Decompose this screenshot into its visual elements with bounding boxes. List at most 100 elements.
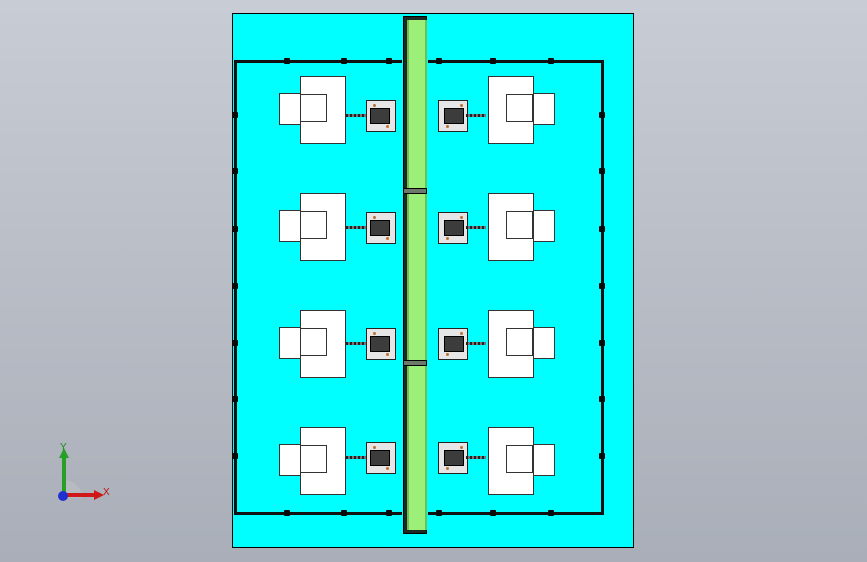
machine-housing <box>279 444 301 476</box>
frame-post <box>436 58 442 64</box>
machine-left-row1[interactable] <box>279 76 354 146</box>
frame-post <box>599 283 605 289</box>
robot-joint <box>460 216 463 219</box>
frame-post <box>232 168 238 174</box>
frame-post <box>341 58 347 64</box>
robot-arm <box>346 342 368 345</box>
frame-post <box>341 510 347 516</box>
frame-rail-top-right <box>428 60 604 63</box>
robot-left-row4[interactable] <box>346 440 402 476</box>
robot-joint <box>386 237 389 240</box>
machine-chuck <box>506 328 533 356</box>
robot-core <box>444 450 464 466</box>
conveyor-belt-segment <box>407 194 427 360</box>
machine-chuck <box>300 328 327 356</box>
robot-joint <box>373 216 376 219</box>
machine-chuck <box>506 445 533 473</box>
frame-post <box>599 396 605 402</box>
frame-post <box>232 112 238 118</box>
frame-post <box>232 340 238 346</box>
robot-arm <box>466 342 486 345</box>
machine-chuck <box>506 94 533 122</box>
robot-joint <box>386 467 389 470</box>
robot-joint <box>373 104 376 107</box>
machine-housing <box>533 93 555 125</box>
robot-joint <box>373 446 376 449</box>
robot-joint <box>386 353 389 356</box>
frame-post <box>599 340 605 346</box>
center-conveyor[interactable] <box>403 16 427 534</box>
robot-core <box>370 108 390 124</box>
machine-right-row3[interactable] <box>488 310 563 380</box>
frame-post <box>386 510 392 516</box>
robot-joint <box>373 332 376 335</box>
robot-arm <box>346 226 368 229</box>
machine-left-row2[interactable] <box>279 193 354 263</box>
robot-core <box>370 220 390 236</box>
machine-housing <box>279 210 301 242</box>
frame-post <box>232 453 238 459</box>
robot-joint <box>446 237 449 240</box>
robot-arm <box>466 114 486 117</box>
robot-arm <box>466 456 486 459</box>
machine-chuck <box>506 211 533 239</box>
frame-post <box>232 283 238 289</box>
robot-joint <box>460 332 463 335</box>
frame-rail-bottom-left <box>234 512 402 515</box>
frame-post <box>599 168 605 174</box>
robot-joint <box>386 125 389 128</box>
robot-right-row2[interactable] <box>434 210 490 246</box>
frame-post <box>232 396 238 402</box>
robot-arm <box>346 456 368 459</box>
machine-chuck <box>300 94 327 122</box>
machine-housing <box>279 93 301 125</box>
robot-left-row1[interactable] <box>346 98 402 134</box>
robot-core <box>370 450 390 466</box>
frame-post <box>436 510 442 516</box>
robot-joint <box>446 125 449 128</box>
coordinate-triad <box>48 440 118 510</box>
robot-core <box>444 220 464 236</box>
machine-left-row3[interactable] <box>279 310 354 380</box>
frame-post <box>599 112 605 118</box>
machine-housing <box>533 210 555 242</box>
robot-right-row1[interactable] <box>434 98 490 134</box>
conveyor-joint <box>404 360 426 366</box>
robot-core <box>444 336 464 352</box>
frame-post <box>548 58 554 64</box>
machine-right-row1[interactable] <box>488 76 563 146</box>
robot-joint <box>460 104 463 107</box>
machine-chuck <box>300 445 327 473</box>
axis-triad-icon <box>58 448 104 501</box>
robot-arm <box>466 226 486 229</box>
robot-joint <box>446 467 449 470</box>
robot-core <box>370 336 390 352</box>
robot-core <box>444 108 464 124</box>
x-axis-label: X <box>103 487 110 498</box>
conveyor-belt-segment <box>407 20 427 188</box>
y-axis-label: Y <box>60 442 67 453</box>
robot-left-row3[interactable] <box>346 326 402 362</box>
robot-joint <box>446 353 449 356</box>
frame-post <box>548 510 554 516</box>
frame-post <box>386 58 392 64</box>
robot-right-row4[interactable] <box>434 440 490 476</box>
machine-housing <box>533 327 555 359</box>
machine-right-row2[interactable] <box>488 193 563 263</box>
frame-post <box>284 58 290 64</box>
robot-arm <box>346 114 368 117</box>
robot-right-row3[interactable] <box>434 326 490 362</box>
robot-joint <box>460 446 463 449</box>
machine-right-row4[interactable] <box>488 427 563 497</box>
conveyor-belt-segment <box>407 366 427 530</box>
robot-left-row2[interactable] <box>346 210 402 246</box>
conveyor-joint <box>404 188 426 194</box>
machine-housing <box>279 327 301 359</box>
machine-housing <box>533 444 555 476</box>
frame-rail-bottom-right <box>428 512 604 515</box>
frame-post <box>599 226 605 232</box>
frame-post <box>599 453 605 459</box>
frame-post <box>284 510 290 516</box>
machine-left-row4[interactable] <box>279 427 354 497</box>
